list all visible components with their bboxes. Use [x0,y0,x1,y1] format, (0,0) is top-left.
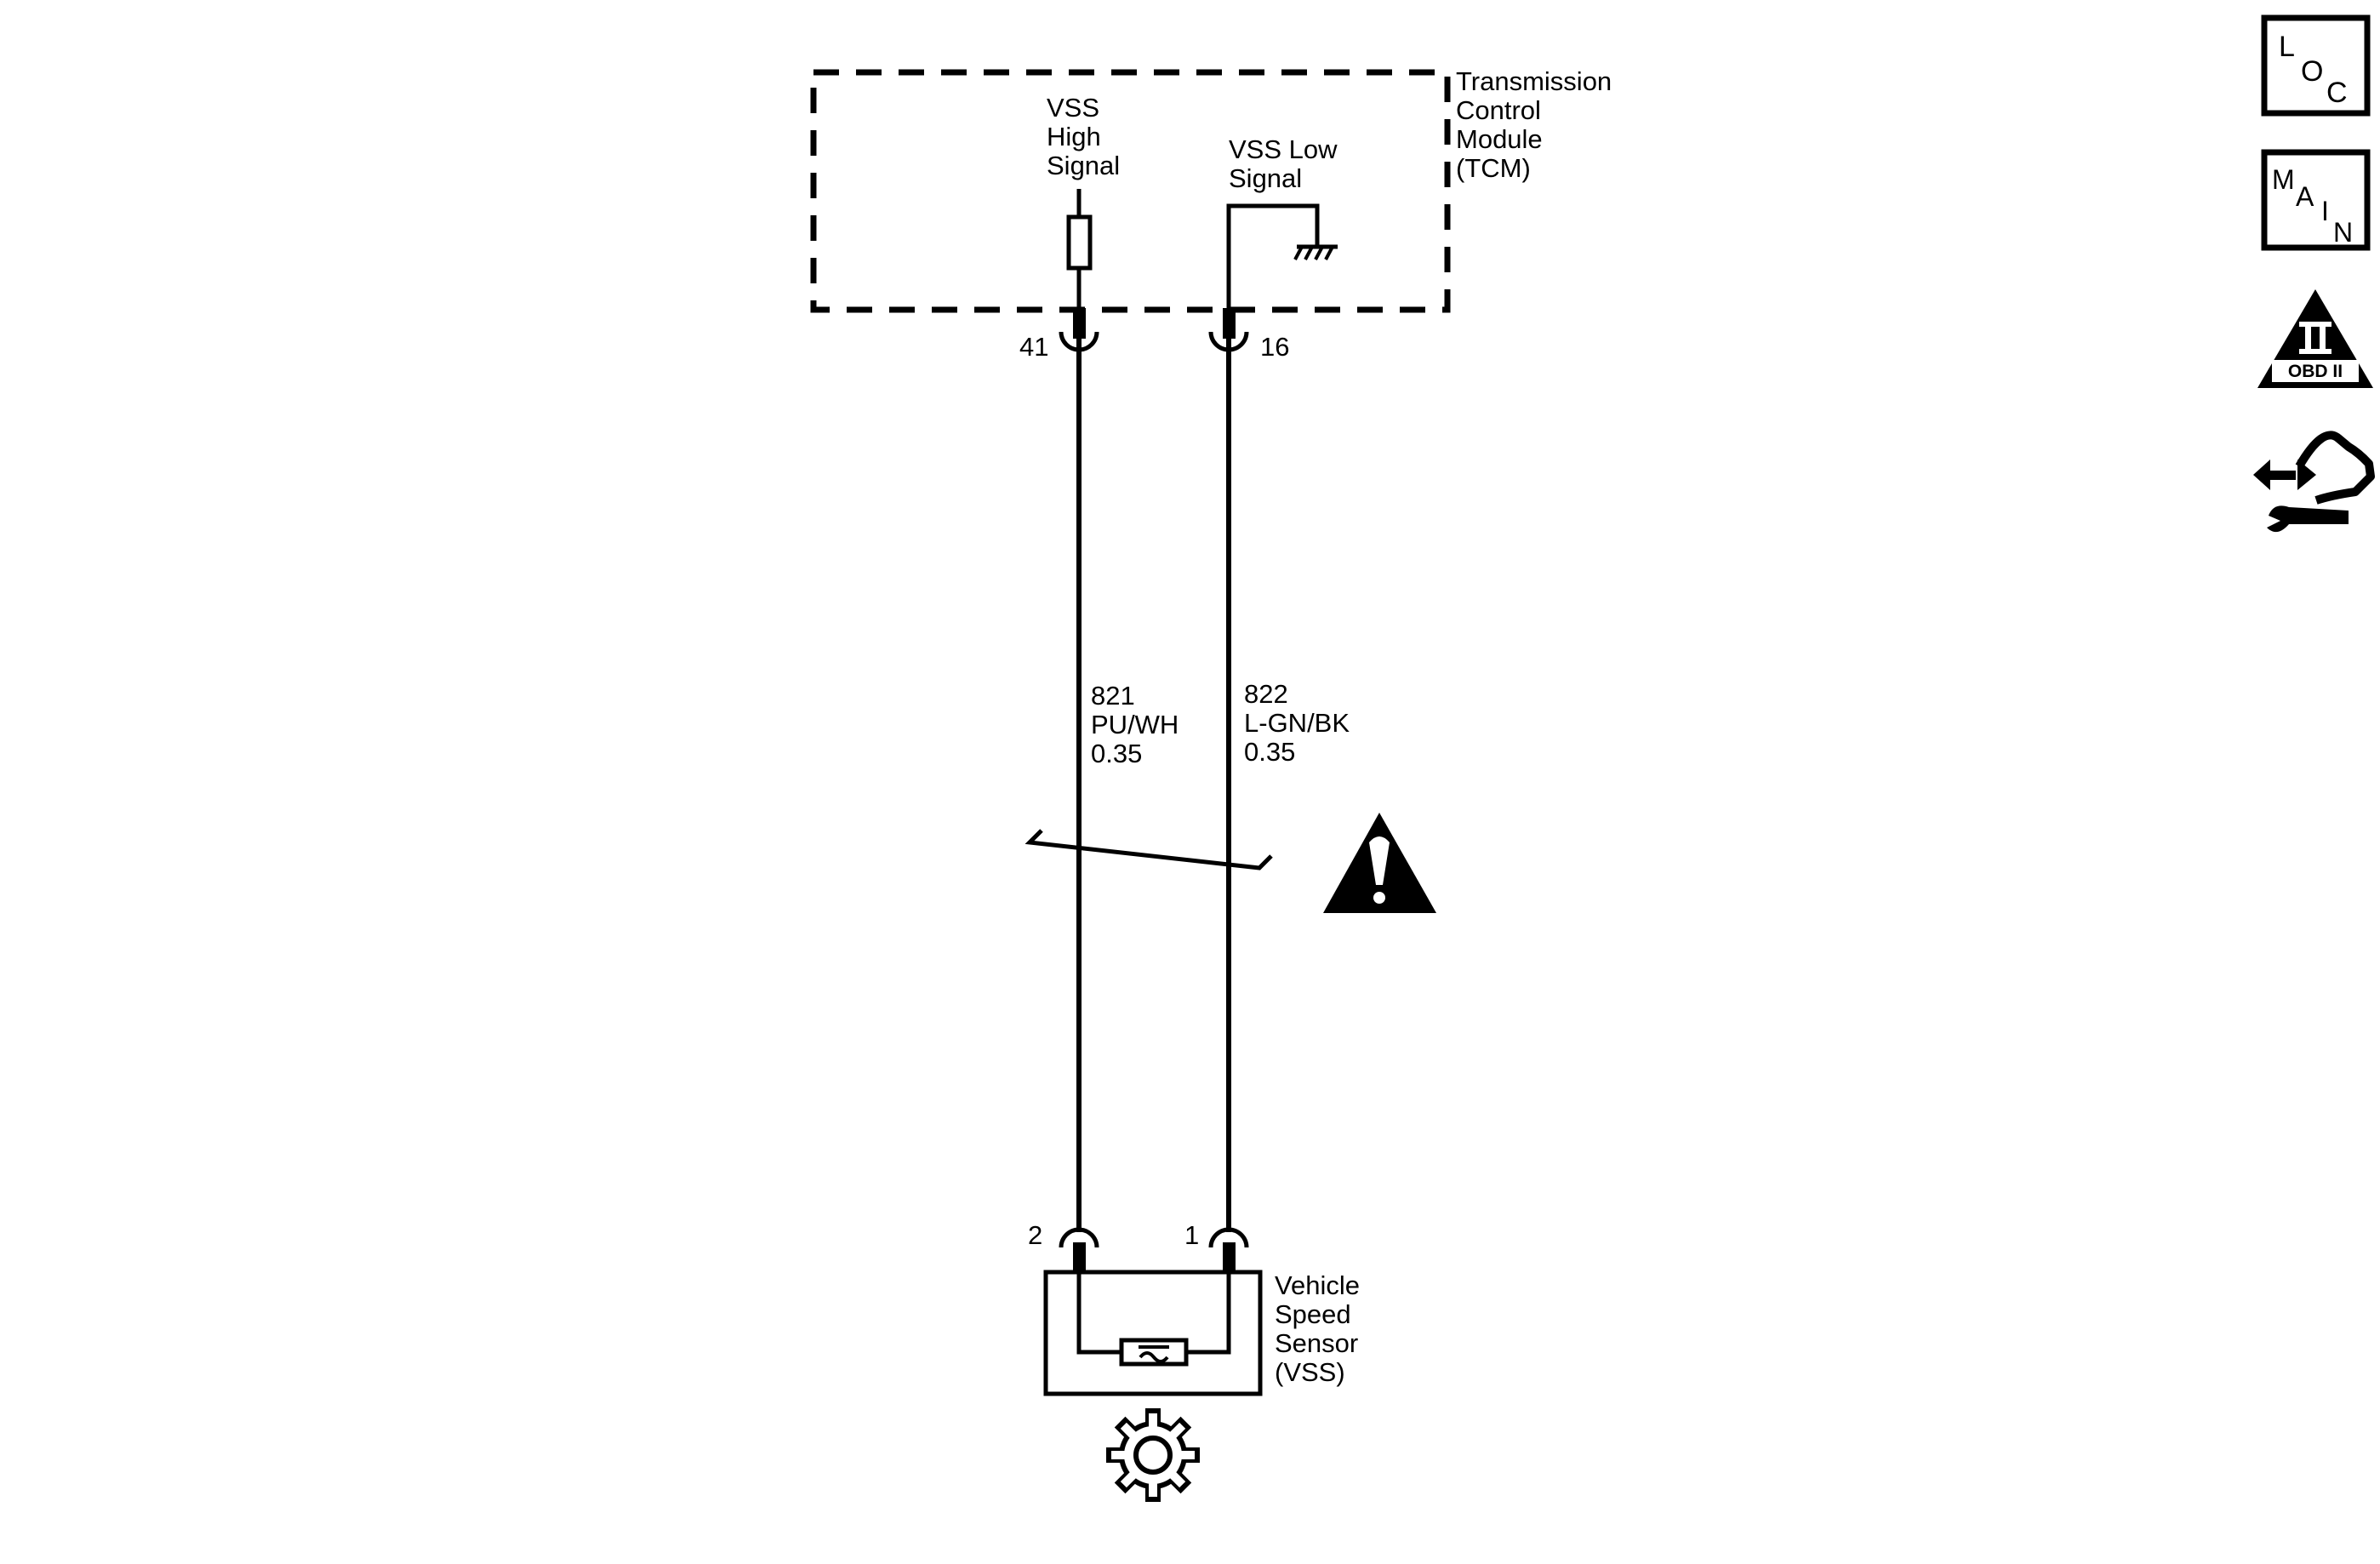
tcm-pin-16-label: 16 [1260,332,1289,362]
vss-high-signal-label: VSS High Signal [1047,93,1120,180]
svg-text:M: M [2272,164,2295,195]
vss-sensor-label: Vehicle Speed Sensor (VSS) [1275,1270,1367,1387]
tcm-pin-41-stub [1073,308,1086,339]
svg-text:O: O [2301,55,2323,88]
sensor-connector-1 [1208,1227,1249,1248]
obd-ii-icon[interactable]: OBD II [2257,289,2373,388]
vss-pickup-coil [1076,1272,1231,1367]
svg-text:N: N [2333,217,2353,248]
tcm-pin-16-stub [1223,308,1236,339]
svg-text:I: I [2321,196,2329,226]
svg-text:L: L [2279,31,2295,63]
svg-text:A: A [2296,181,2314,212]
twisted-pair-marker [1024,829,1273,870]
tcm-module-box [810,69,1451,313]
vss-sensor-box [1043,1270,1263,1396]
wire-821-label: 821 PU/WH 0.35 [1091,681,1186,768]
svg-text:OBD II: OBD II [2288,362,2343,381]
caution-triangle-icon[interactable] [1323,813,1436,913]
svg-text:C: C [2326,77,2348,109]
wire-822-label: 822 L-GN/BK 0.35 [1244,679,1357,767]
vss-low-signal-label: VSS Low Signal [1229,134,1344,193]
sensor-pin-1-stub [1223,1242,1236,1273]
tcm-label: Transmission Control Module (TCM) [1456,66,1619,183]
main-icon[interactable]: M A I N [2261,149,2371,251]
connector-end-view-icon[interactable] [2253,431,2375,533]
sensor-connector-2 [1059,1227,1099,1248]
sensor-pin-1-label: 1 [1184,1220,1199,1250]
tcm-high-input-resistor [1066,189,1093,311]
sensor-pin-2-label: 2 [1028,1220,1042,1250]
sensor-pin-2-stub [1073,1242,1086,1273]
tcm-low-signal-ground [1226,203,1338,311]
tcm-pin-41-label: 41 [1019,332,1048,362]
loc-icon[interactable]: L O C [2261,14,2371,117]
gear-icon[interactable] [1106,1408,1200,1502]
